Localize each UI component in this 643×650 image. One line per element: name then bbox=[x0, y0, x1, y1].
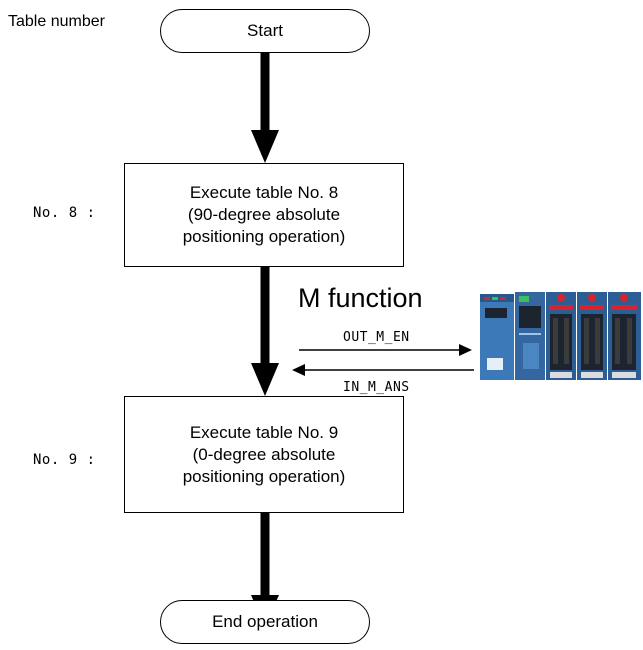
step2-process-box: Execute table No. 9 (0-degree absolute p… bbox=[124, 396, 404, 513]
m-function-title: M function bbox=[298, 283, 423, 313]
in-signal-label: IN_M_ANS bbox=[343, 380, 410, 395]
out-signal-label: OUT_M_EN bbox=[343, 330, 410, 345]
arrow-start-to-step1 bbox=[251, 47, 279, 163]
table-number-label: Table number bbox=[8, 13, 105, 30]
step2-number: No. 9 : bbox=[33, 452, 96, 468]
start-label: Start bbox=[247, 21, 283, 40]
io-module-2 bbox=[577, 292, 607, 380]
step1-line-2: (90-degree absolute bbox=[187, 205, 341, 224]
io-module-1 bbox=[546, 292, 576, 380]
step1-process-box: Execute table No. 8 (90-degree absolute … bbox=[124, 163, 404, 267]
step2-line-3: positioning operation) bbox=[182, 466, 346, 486]
plc-unit-image bbox=[480, 292, 641, 380]
step2-line-1: Execute table No. 9 bbox=[189, 422, 339, 442]
start-terminal: Start bbox=[160, 9, 370, 53]
step2-line-2: (0-degree absolute bbox=[192, 444, 336, 464]
end-terminal: End operation bbox=[160, 600, 370, 644]
in-signal-arrow bbox=[292, 364, 474, 376]
step1-line-3: positioning operation) bbox=[182, 227, 346, 246]
step1-line-1: Execute table No. 8 bbox=[189, 183, 339, 202]
step1-number: No. 8 : bbox=[33, 205, 96, 221]
out-signal-arrow bbox=[299, 344, 472, 356]
arrow-step1-to-step2 bbox=[251, 267, 279, 396]
end-label: End operation bbox=[212, 612, 318, 631]
io-module-3 bbox=[608, 292, 641, 380]
